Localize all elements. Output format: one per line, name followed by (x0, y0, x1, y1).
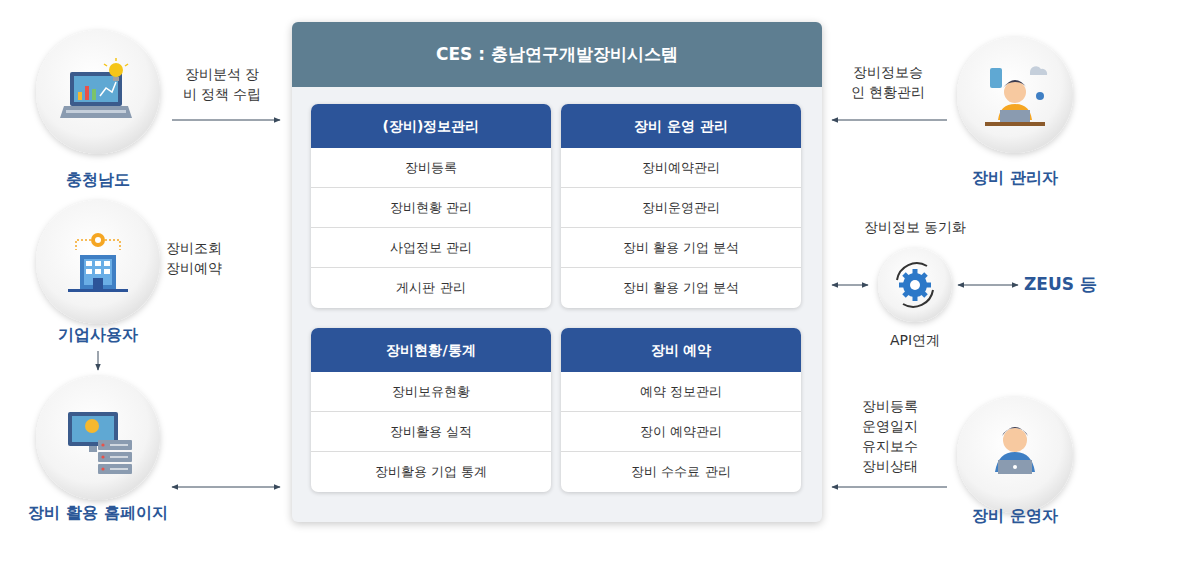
card-header: 장비현황/통계 (311, 328, 551, 372)
system-label: ZEUS 등 (1024, 271, 1094, 297)
connector-arrow (958, 285, 1018, 286)
card-item: 게시판 관리 (311, 268, 551, 308)
card-item: 장비보유현황 (311, 372, 551, 412)
card-item: 장비 활용 기업 분석 (561, 268, 801, 308)
card-node: 장비 예약예약 정보관리장이 예약관리장비 수수료 관리 (561, 328, 801, 492)
node-label: 충청남도 (66, 170, 130, 190)
connector-arrow (98, 351, 99, 370)
plain-node: ZEUS 등 (1024, 271, 1094, 297)
panel-title: CES : 충남연구개발장비시스템 (292, 22, 822, 87)
node-circle (957, 397, 1073, 513)
connector-arrow (832, 285, 868, 286)
panel-node: CES : 충남연구개발장비시스템 (장비)정보관리장비등록장비현황 관리사업정보… (292, 22, 822, 522)
card-header: 장비 예약 (561, 328, 801, 372)
card-item: 장비등록 (311, 148, 551, 188)
card-item: 장비활용 기업 통계 (311, 452, 551, 492)
node-label: API연계 (890, 330, 940, 350)
note-label: 장비조회 장비예약 (166, 238, 236, 278)
connector-label: 장비등록 운영일지 유지보수 장비상태 (852, 396, 928, 476)
circle-node: 장비 운영자 (957, 397, 1073, 513)
node-label: 장비 관리자 (972, 168, 1058, 188)
circle-node: 장비 활용 홈페이지 (36, 376, 160, 500)
card-item: 사업정보 관리 (311, 228, 551, 268)
node-circle (878, 248, 952, 322)
card-header: (장비)정보관리 (311, 104, 551, 148)
circle-node: 장비정보 동기화API연계 (878, 248, 952, 322)
node-circle (36, 376, 160, 500)
node-label: 장비 운영자 (972, 506, 1058, 526)
building-gear-icon (68, 233, 128, 292)
card-item: 장비현황 관리 (311, 188, 551, 228)
connector-arrow (832, 487, 947, 488)
node-label: 기업사용자 (58, 325, 138, 345)
node-circle (36, 30, 160, 154)
connector-arrow (832, 120, 947, 121)
laptop-chart-icon (60, 58, 132, 118)
circle-node: 장비 관리자 (957, 37, 1073, 153)
node-circle (957, 37, 1073, 153)
connector-arrow (172, 120, 280, 121)
card-item: 예약 정보관리 (561, 372, 801, 412)
card-item: 장비활용 실적 (311, 412, 551, 452)
card-item: 장이 예약관리 (561, 412, 801, 452)
card-header: 장비 운영 관리 (561, 104, 801, 148)
card-node: 장비 운영 관리장비예약관리장비운영관리장비 활용 기업 분석장비 활용 기업 … (561, 104, 801, 308)
card-item: 장비 활용 기업 분석 (561, 228, 801, 268)
node-label: 장비 활용 홈페이지 (28, 503, 167, 523)
sync-gear-icon (897, 263, 933, 307)
web-server-icon (68, 412, 132, 474)
circle-node: 기업사용자 (36, 200, 160, 324)
connector-label: 장비분석 장비 정책 수립 (163, 64, 281, 104)
card-node: 장비현황/통계장비보유현황장비활용 실적장비활용 기업 통계 (311, 328, 551, 492)
card-item: 장비예약관리 (561, 148, 801, 188)
card-item: 장비 수수료 관리 (561, 452, 801, 492)
admin-person-icon (985, 66, 1047, 126)
operator-person-icon (995, 427, 1035, 474)
card-node: (장비)정보관리장비등록장비현황 관리사업정보 관리게시판 관리 (311, 104, 551, 308)
sync-caption: 장비정보 동기화 (864, 217, 966, 237)
circle-node: 충청남도 (36, 30, 160, 154)
connector-label: 장비정보승인 현황관리 (836, 62, 940, 102)
card-item: 장비운영관리 (561, 188, 801, 228)
node-circle (36, 200, 160, 324)
connector-arrow (172, 487, 280, 488)
